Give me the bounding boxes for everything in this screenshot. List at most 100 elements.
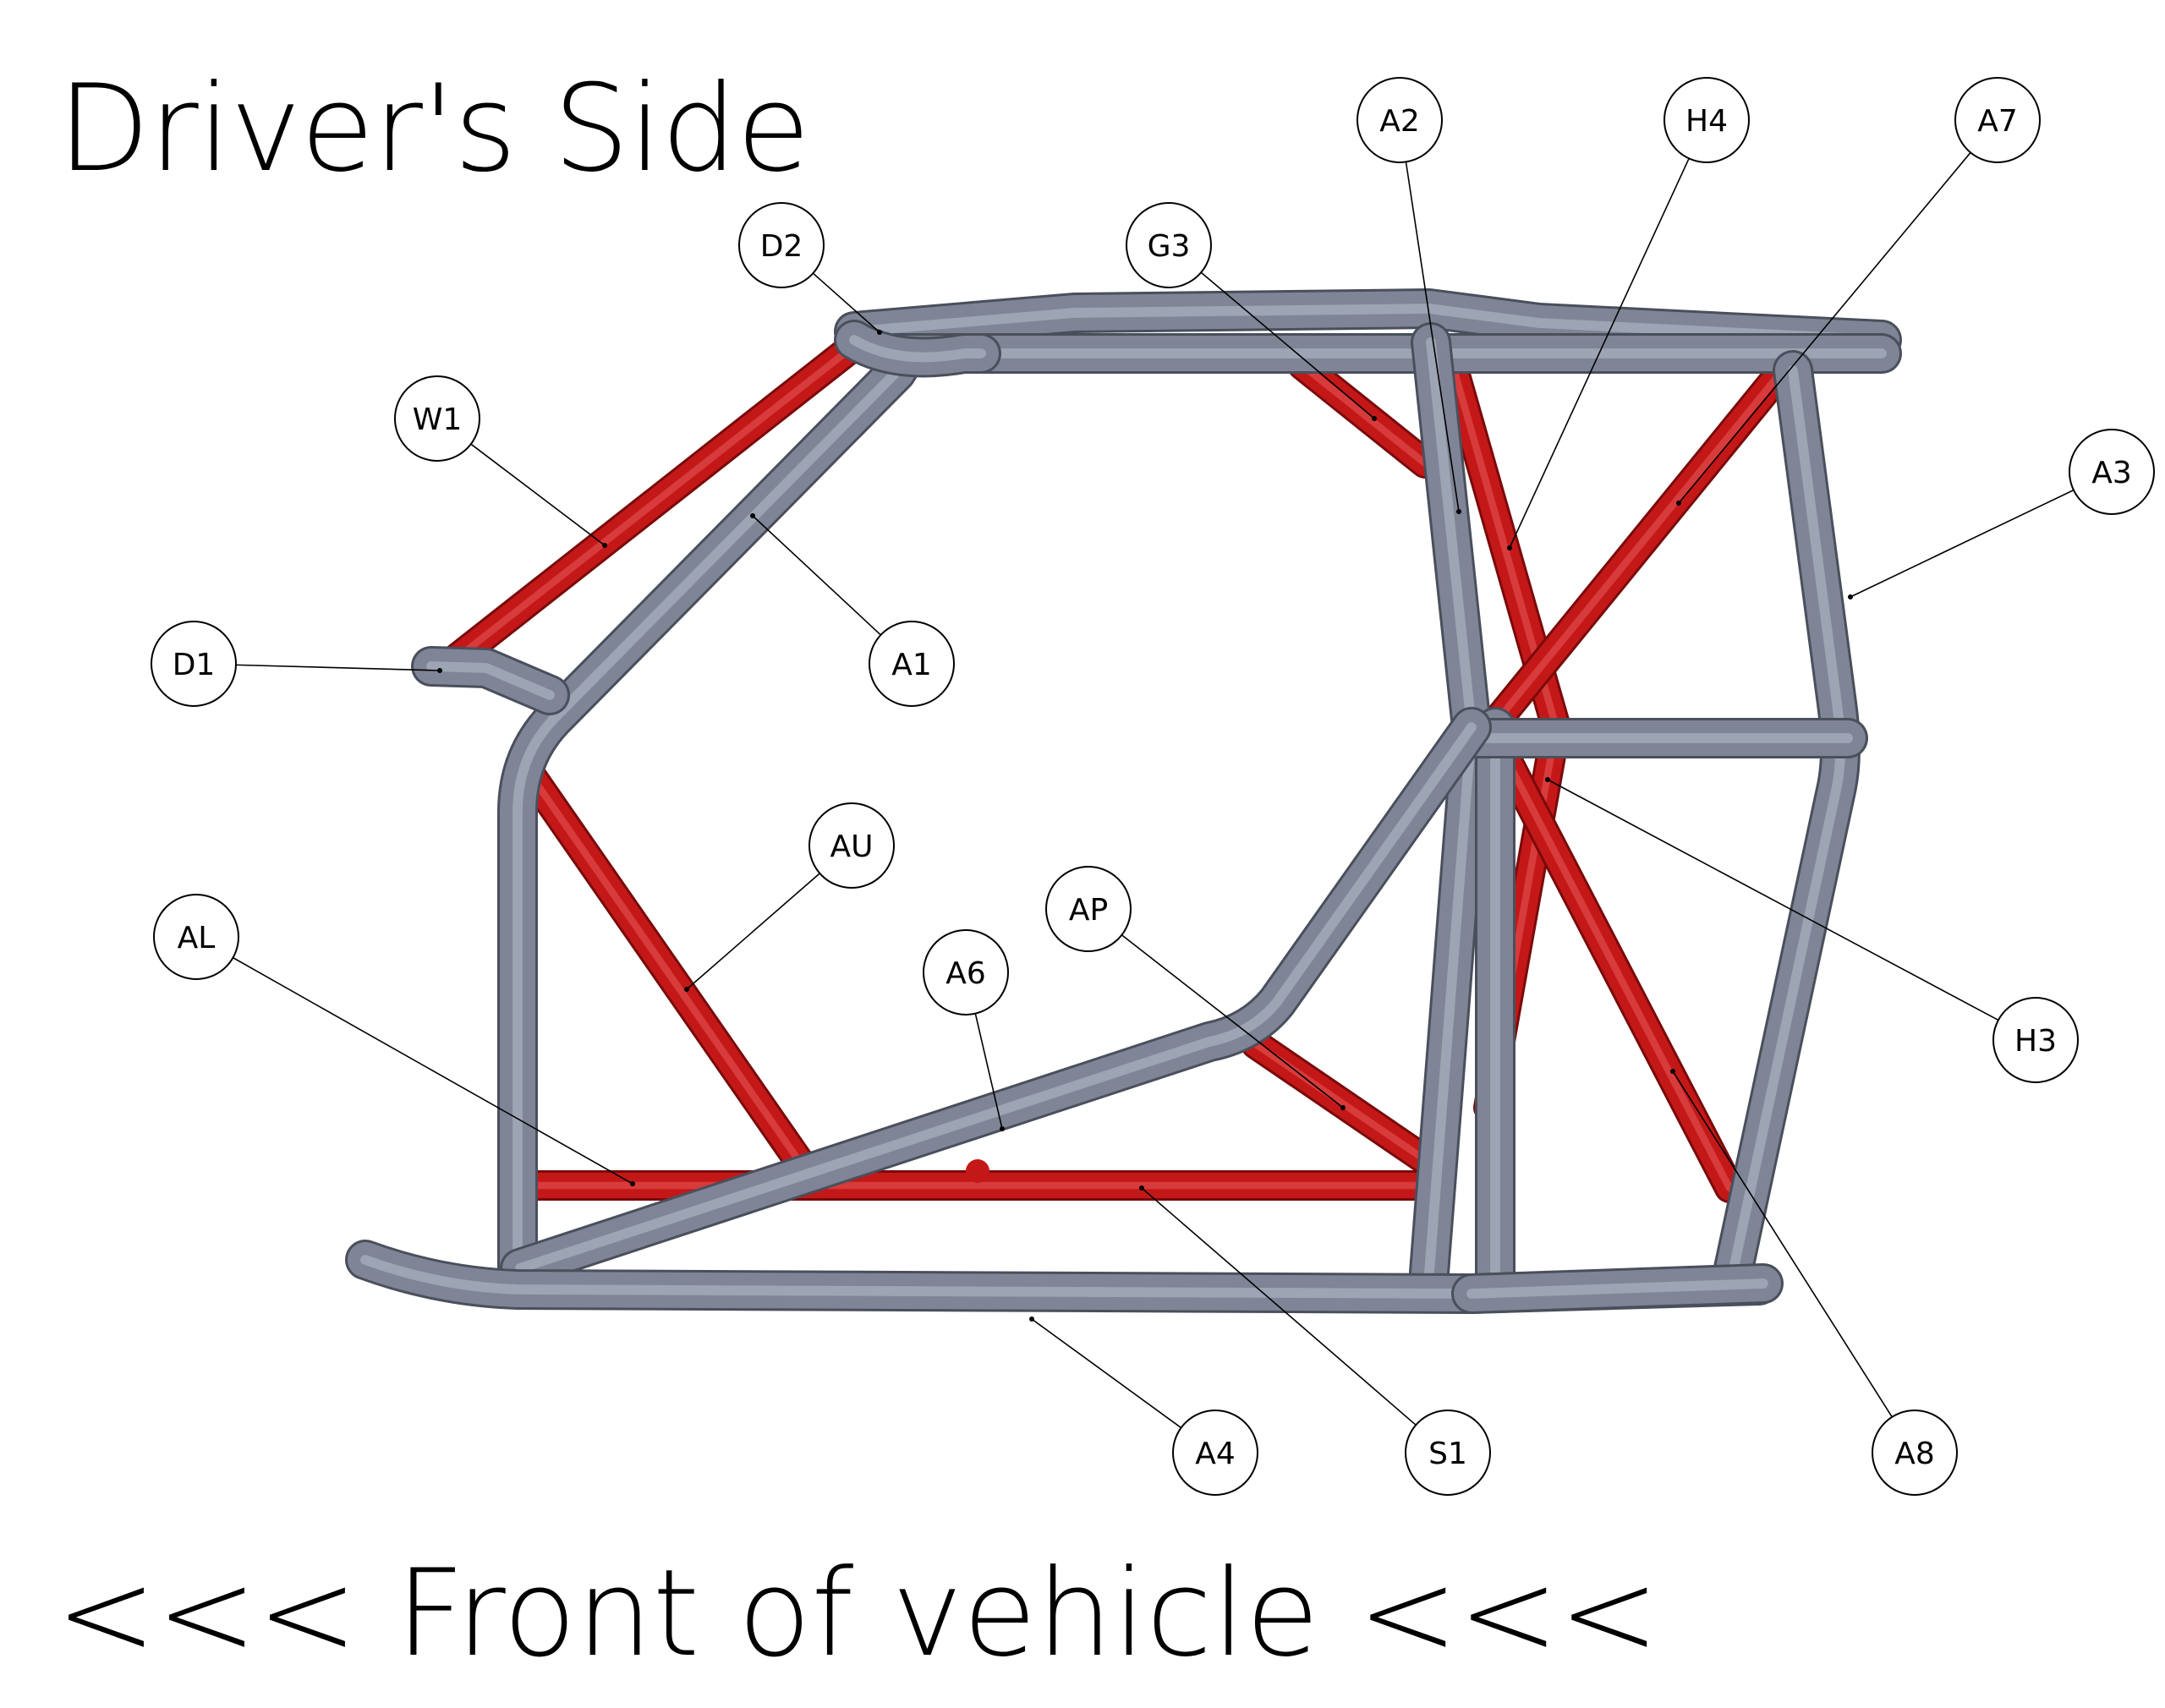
callout-bubble (394, 375, 480, 462)
callout-label: A6 (945, 956, 986, 991)
callout-label: A4 (1195, 1437, 1236, 1471)
callout-label: AL (178, 921, 216, 955)
callout-label: H3 (2014, 1024, 2057, 1059)
callout-label: H4 (1685, 104, 1728, 139)
leader-line-al (233, 956, 633, 1185)
callout-bubble (923, 929, 1009, 1015)
callout-g3: G3 (1126, 202, 1212, 288)
leader-dot-a4 (1029, 1317, 1034, 1322)
tube-a3 (1713, 350, 1861, 1289)
leader-line-a7 (1678, 151, 1971, 504)
leader-dot-a1 (750, 513, 755, 518)
callout-bubble (1992, 997, 2079, 1083)
callout-bubble (153, 894, 239, 980)
callout-bubble (1045, 866, 1132, 952)
callout-bubble (738, 202, 825, 288)
callout-h3: H3 (1992, 997, 2079, 1083)
leader-dot-d1 (437, 668, 442, 673)
leader-line-a1 (752, 515, 881, 636)
callout-a7: A7 (1954, 77, 2041, 163)
leader-dot-w1 (602, 543, 607, 548)
callout-label: A2 (1379, 104, 1420, 139)
callout-bubble (151, 621, 237, 707)
callout-bubble (1663, 77, 1750, 163)
tube-a8 (1490, 742, 1745, 1203)
tube-ap (1241, 1029, 1444, 1178)
callout-bubble (2069, 429, 2155, 515)
leader-line-d2 (812, 272, 880, 333)
callout-a2: A2 (1357, 77, 1443, 163)
tube-a4 (345, 1240, 1779, 1314)
callout-w1: W1 (394, 375, 480, 462)
callout-label: A8 (1894, 1437, 1935, 1471)
leader-lines (233, 151, 2075, 1429)
leader-dot-h3 (1545, 777, 1550, 782)
leader-line-a3 (1850, 489, 2075, 598)
callout-al: AL (153, 894, 239, 980)
tube-d1 (411, 646, 570, 715)
tube-a4-rear (1451, 1263, 1784, 1314)
callout-ap: AP (1045, 866, 1132, 952)
leader-line-w1 (470, 443, 606, 546)
leader-dot-a7 (1676, 501, 1681, 506)
callout-a4: A4 (1172, 1410, 1258, 1496)
leader-line-g3 (1200, 271, 1375, 419)
callout-au: AU (808, 802, 895, 889)
callout-label: AU (830, 829, 874, 864)
leader-line-h3 (1547, 779, 1999, 1021)
callout-label: W1 (413, 402, 463, 437)
callout-bubble (1872, 1410, 1958, 1496)
callout-bubble (1954, 77, 2041, 163)
leader-dot-a3 (1848, 594, 1853, 599)
leader-dot-au (684, 987, 689, 992)
leader-line-d1 (235, 664, 441, 671)
callout-bubble (808, 802, 895, 889)
tube-w1 (431, 327, 874, 682)
tube-a7 (1480, 361, 1793, 738)
callout-a8: A8 (1872, 1410, 1958, 1496)
frame-tubes (345, 288, 1902, 1314)
callout-label: A3 (2091, 456, 2132, 490)
gusset-tab (966, 1159, 989, 1183)
leader-dot-g3 (1372, 416, 1377, 421)
leader-dot-d2 (877, 330, 882, 335)
callout-bubble (1405, 1410, 1491, 1496)
leader-line-s1 (1141, 1187, 1417, 1426)
diagram-title: Driver's Side (58, 59, 810, 199)
callout-a6: A6 (923, 929, 1009, 1015)
callout-bubble (1126, 202, 1212, 288)
leader-dot-ap (1340, 1105, 1346, 1110)
callout-label: A1 (891, 648, 932, 682)
leader-dot-al (630, 1181, 635, 1186)
leader-dot-s1 (1139, 1185, 1144, 1191)
leader-line-a8 (1672, 1070, 1893, 1418)
callout-s1: S1 (1405, 1410, 1491, 1496)
leader-dot-a2 (1456, 509, 1461, 514)
leader-line-a6 (974, 1013, 1003, 1130)
callout-d2: D2 (738, 202, 825, 288)
callout-bubble (1357, 77, 1443, 163)
tube-au (518, 763, 827, 1195)
leader-line-a2 (1405, 161, 1460, 512)
callout-label: G3 (1148, 229, 1191, 264)
tube-top-rail (834, 288, 1902, 360)
leader-dot-a6 (1000, 1126, 1005, 1131)
leader-dot-h4 (1507, 545, 1512, 550)
leader-dot-a8 (1670, 1069, 1675, 1074)
callout-bubble (869, 621, 955, 707)
tube-a1-upper (834, 320, 1001, 378)
leader-line-a4 (1031, 1318, 1182, 1429)
callout-a3: A3 (2069, 429, 2155, 515)
leader-line-au (686, 873, 820, 990)
callout-label: D2 (760, 229, 803, 264)
callout-label: AP (1069, 893, 1108, 928)
callout-label: S1 (1428, 1437, 1467, 1471)
callout-a1: A1 (869, 621, 955, 707)
callout-d1: D1 (151, 621, 237, 707)
leader-line-ap (1121, 934, 1344, 1109)
leader-line-h4 (1509, 158, 1690, 549)
front-of-vehicle-note: <<< Front of vehicle <<< (56, 1544, 1660, 1683)
callout-h4: H4 (1663, 77, 1750, 163)
callout-label: D1 (173, 648, 216, 682)
